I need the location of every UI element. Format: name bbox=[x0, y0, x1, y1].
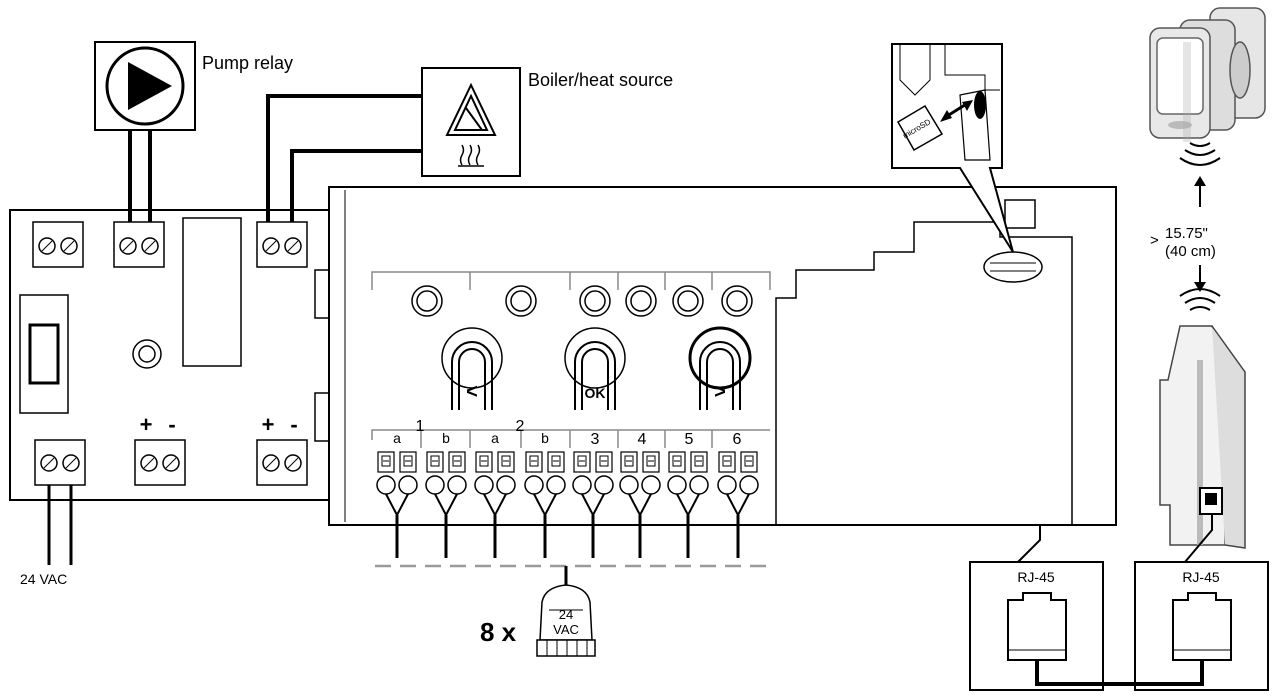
actuator-icon: 24 VAC bbox=[536, 566, 596, 657]
left-button-label: < bbox=[466, 381, 478, 403]
wireless-signal-icon bbox=[1179, 142, 1221, 166]
led-6 bbox=[721, 285, 753, 317]
supply-wires: 24 VAC bbox=[20, 485, 73, 587]
channel-sub-label: b bbox=[541, 430, 549, 446]
relay-component bbox=[182, 217, 242, 367]
actuator-terminal-pair bbox=[474, 451, 516, 516]
round-knob bbox=[132, 339, 162, 369]
channel-label-2: 2 bbox=[516, 418, 525, 435]
rj45-port-icon bbox=[1172, 592, 1232, 661]
rj45-right-label: RJ-45 bbox=[1182, 569, 1220, 585]
transformer-component bbox=[19, 294, 69, 414]
channel-sub-label: a bbox=[393, 430, 401, 446]
channel-label-6: 6 bbox=[733, 431, 742, 448]
distance-inches: 15.75" bbox=[1165, 225, 1208, 242]
terminal-block-24vac bbox=[34, 439, 86, 486]
terminal-block-plus-minus-1: + - bbox=[134, 412, 186, 486]
channel-label-4: 4 bbox=[638, 431, 647, 448]
boiler-triangle-icon bbox=[445, 82, 497, 136]
actuator-terminal-pair bbox=[524, 451, 566, 516]
thermostat bbox=[1149, 7, 1266, 142]
rj45-left-label: RJ-45 bbox=[1017, 569, 1055, 585]
insert-arrow-icon bbox=[940, 100, 973, 122]
minus-label: - bbox=[168, 412, 175, 437]
supply-voltage-label: 24 VAC bbox=[20, 571, 67, 587]
led-2 bbox=[505, 285, 537, 317]
sd-card-slot bbox=[983, 251, 1043, 283]
led-3 bbox=[579, 285, 611, 317]
actuator-terminal-pair bbox=[717, 451, 759, 516]
relay-expansion-board: + - + - bbox=[9, 209, 336, 501]
led-indicators bbox=[411, 285, 753, 317]
microsd-card-icon: microSD bbox=[896, 104, 944, 152]
right-button-label: > bbox=[714, 381, 726, 403]
led-4 bbox=[625, 285, 657, 317]
ethernet-cable bbox=[1035, 660, 1204, 686]
right-arrow-button[interactable]: > bbox=[688, 326, 752, 410]
actuator-terminal-pair bbox=[425, 451, 467, 516]
actuator-terminal-pair bbox=[667, 451, 709, 516]
left-arrow-button[interactable]: < bbox=[441, 327, 503, 410]
distance-cm: (40 cm) bbox=[1165, 243, 1216, 260]
actuator-terminal-pair bbox=[572, 451, 614, 516]
channel-header-row: a 1 b a 2 b 3 4 5 6 bbox=[371, 418, 770, 448]
channel-sub-label: a bbox=[491, 430, 499, 446]
led-1 bbox=[411, 285, 443, 317]
actuator-terminal-pair bbox=[619, 451, 661, 516]
actuator-terminal-pair bbox=[376, 451, 418, 516]
channel-label-3: 3 bbox=[591, 431, 600, 448]
channel-sub-label: b bbox=[442, 430, 450, 446]
actuator-voltage-bottom: VAC bbox=[553, 622, 579, 637]
distance-arrow-down-icon bbox=[1194, 265, 1206, 292]
ok-button[interactable]: OK bbox=[564, 327, 626, 410]
channel-label-5: 5 bbox=[685, 431, 694, 448]
pump-relay: Pump relay bbox=[94, 41, 293, 222]
ok-button-label: OK bbox=[585, 385, 606, 401]
main-controller: < OK > a 1 b a 2 b bbox=[328, 186, 1117, 568]
minus-label: - bbox=[290, 412, 297, 437]
boiler-heat-source: Boiler/heat source bbox=[266, 67, 673, 222]
boiler-label: Boiler/heat source bbox=[528, 70, 673, 90]
wireless-signal-icon bbox=[1179, 288, 1221, 311]
pump-play-icon bbox=[128, 62, 172, 110]
terminal-block-top-1 bbox=[32, 221, 84, 268]
actuator-terminals bbox=[376, 451, 759, 558]
plus-label: + bbox=[140, 412, 153, 437]
actuator-multiplier: 8 x bbox=[480, 617, 517, 647]
led-5 bbox=[672, 285, 704, 317]
sd-card-detail: microSD bbox=[896, 44, 1000, 161]
sd-card-callout: microSD bbox=[891, 43, 1014, 253]
channel-label-1: 1 bbox=[416, 418, 425, 435]
antenna-module bbox=[1159, 325, 1246, 549]
terminal-block-boiler bbox=[256, 221, 308, 268]
distance-prefix: > bbox=[1150, 232, 1159, 249]
terminal-block-pump bbox=[113, 221, 165, 268]
terminal-block-plus-minus-2: + - bbox=[256, 412, 308, 486]
rj45-port-icon bbox=[1007, 592, 1067, 661]
expansion-module-area bbox=[775, 199, 1073, 525]
distance-arrow-up-icon bbox=[1194, 176, 1206, 207]
pump-relay-label: Pump relay bbox=[202, 53, 293, 73]
plus-label: + bbox=[262, 412, 275, 437]
heat-waves-icon bbox=[458, 144, 484, 167]
actuator-voltage-top: 24 bbox=[559, 607, 573, 622]
